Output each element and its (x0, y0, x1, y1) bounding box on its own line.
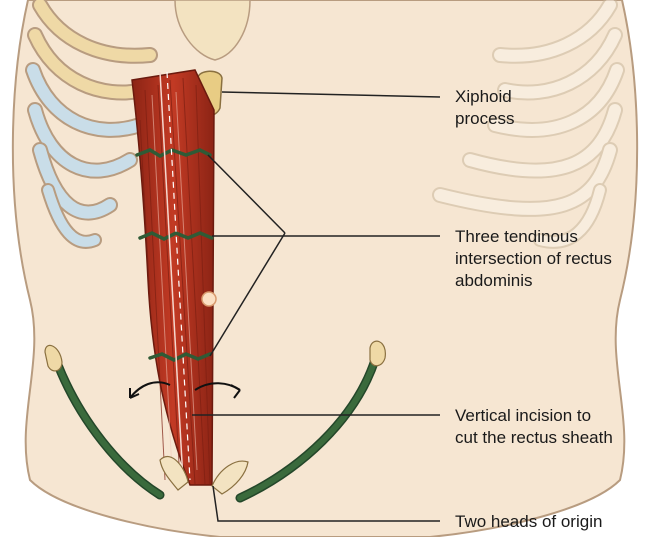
xiphoid-label: Xiphoid process (455, 86, 515, 130)
tendinous-label: Three tendinous intersection of rectus a… (455, 226, 612, 292)
incision-label: Vertical incision to cut the rectus shea… (455, 405, 613, 449)
heads-label: Two heads of origin (455, 511, 602, 533)
umbilicus (202, 292, 216, 306)
